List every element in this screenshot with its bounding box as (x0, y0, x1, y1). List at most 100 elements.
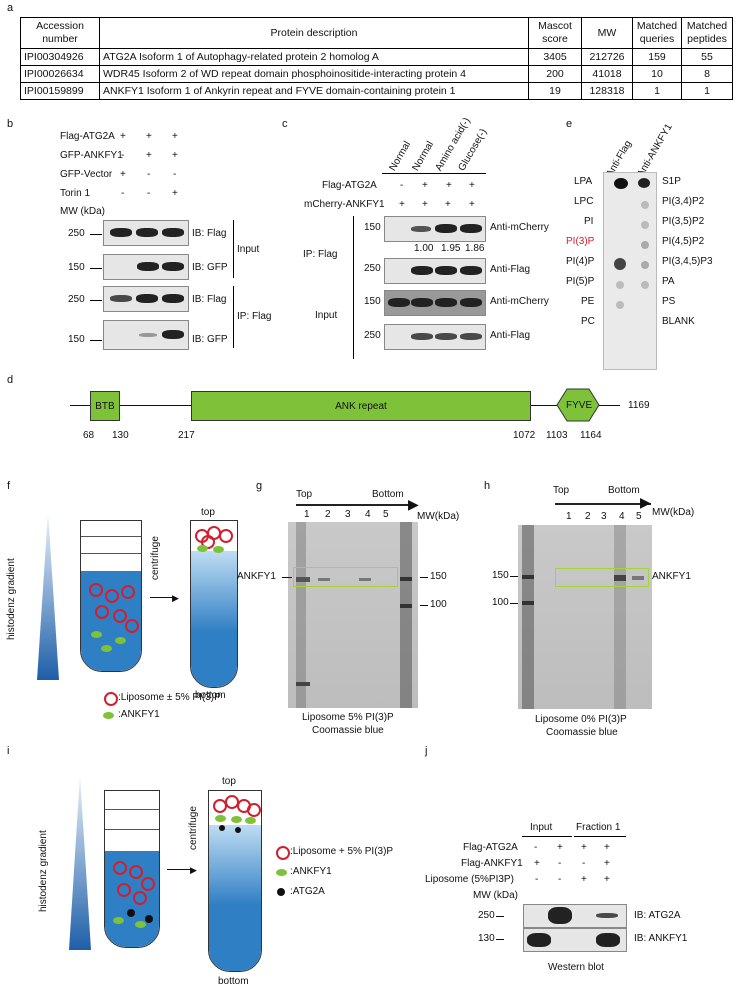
lipid-label: PI(4,5)P2 (662, 236, 705, 247)
ib-label: IB: ANKFY1 (634, 933, 688, 944)
table-cell: 3405 (528, 48, 582, 66)
table-cell: 19 (528, 82, 582, 100)
lipid-label: LPA (574, 176, 593, 187)
blot-b1 (103, 220, 189, 246)
table-cell: WDR45 Isoform 2 of WD repeat domain phos… (99, 65, 529, 83)
tube-top-label: top (222, 776, 236, 787)
lipid-strip (603, 172, 657, 370)
sign: + (469, 199, 475, 210)
mw-tick (90, 268, 102, 269)
position-label: 1164 (580, 430, 602, 441)
lane-label: 2 (585, 511, 591, 522)
ib-label: IB: Flag (192, 294, 227, 305)
bottom-label: Bottom (372, 489, 404, 500)
condition-label: Flag-ATG2A (322, 180, 377, 191)
position-label: 68 (83, 430, 95, 441)
lipid-label-highlight: PI(3)P (566, 236, 595, 247)
sign: + (422, 180, 428, 191)
lipid-label: PS (662, 296, 676, 307)
mw-tick (510, 603, 518, 604)
sign: - (558, 874, 562, 885)
pointer-line (282, 577, 292, 578)
table-cell: 1 (681, 82, 733, 100)
domain-label: FYVE (566, 400, 593, 411)
mw-marker: 250 (68, 228, 85, 239)
sign: - (147, 188, 151, 199)
tube-after (190, 520, 238, 688)
lane-label: 5 (636, 511, 642, 522)
mw-marker: 100 (492, 597, 509, 608)
gradient-triangle (69, 775, 91, 950)
tube-bottom-label: bottom (218, 976, 249, 987)
sign: + (534, 858, 540, 869)
lipid-label: S1P (662, 176, 681, 187)
table-row: IPI00304926 ATG2A Isoform 1 of Autophagy… (20, 48, 733, 66)
input-label: Input (315, 310, 338, 321)
sign: + (557, 842, 563, 853)
protein-length: 1169 (628, 400, 650, 411)
mw-label: MW(kDa) (417, 511, 460, 522)
gel-caption: Coomassie blue (312, 725, 384, 736)
domain-btb: BTB (90, 391, 120, 421)
lipid-label: PI (584, 216, 594, 227)
sign: + (146, 131, 152, 142)
sign: - (400, 180, 404, 191)
sign: + (399, 199, 405, 210)
liposome-icon (276, 846, 290, 860)
column-header: Anti-ANKFY1 (635, 121, 675, 179)
quant-value: 1.86 (465, 243, 485, 254)
quant-value: 1.00 (414, 243, 434, 254)
domain-ank-repeat: ANK repeat (191, 391, 531, 421)
highlight-box (555, 568, 649, 587)
lipid-label: PC (581, 316, 595, 327)
mw-marker: 250 (364, 263, 381, 274)
ip-label: IP: Flag (237, 311, 272, 322)
legend-label: :ANKFY1 (118, 709, 160, 720)
panel-label-a: a (7, 2, 14, 14)
condition-label: Flag-ATG2A (463, 842, 518, 853)
arrow-head: ▶ (640, 494, 651, 510)
domain-label: ANK repeat (335, 400, 387, 412)
lane-label: 2 (325, 509, 331, 520)
lane-label: 3 (345, 509, 351, 520)
bracket (353, 216, 354, 294)
mw-tick (496, 939, 504, 940)
domain-label: BTB (95, 400, 115, 412)
sign: - (121, 150, 125, 161)
position-label: 1072 (513, 430, 536, 441)
panel-label-c: c (282, 118, 288, 130)
panel-label-i: i (7, 745, 10, 757)
sign: + (581, 842, 587, 853)
table-cell: 200 (528, 65, 582, 83)
ib-label: IB: Flag (192, 228, 227, 239)
position-label: 130 (112, 430, 129, 441)
gel-caption: Liposome 0% PI(3)P (535, 714, 627, 725)
sign: + (146, 150, 152, 161)
top-label: Top (296, 489, 313, 500)
table-cell: 1 (632, 82, 682, 100)
blot-c3 (384, 290, 486, 316)
mw-tick (90, 300, 102, 301)
lipid-label: PI(3,5)P2 (662, 216, 705, 227)
direction-arrow (555, 503, 651, 505)
sign: + (446, 180, 452, 191)
panel-label-h: h (484, 480, 491, 492)
table-header-row: Accession number Protein description Mas… (20, 17, 733, 49)
ib-label: IB: GFP (192, 262, 228, 273)
table-row: IPI00159899 ANKFY1 Isoform 1 of Ankyrin … (20, 82, 733, 100)
condition-label: mCherry-ANKFY1 (304, 199, 385, 210)
input-label: Input (237, 244, 260, 255)
blot-b4 (103, 320, 189, 350)
sign: + (172, 150, 178, 161)
blot-b3 (103, 286, 189, 312)
sign: - (535, 874, 539, 885)
table-cell: ATG2A Isoform 1 of Autophagy-related pro… (99, 48, 529, 66)
lipid-label: BLANK (662, 316, 695, 327)
table-cell: ANKFY1 Isoform 1 of Ankyrin repeat and F… (99, 82, 529, 100)
sign: - (582, 858, 586, 869)
mw-tick (496, 916, 504, 917)
centrifuge-label: centrifuge (188, 806, 199, 850)
blot-c4 (384, 324, 486, 350)
legend-label: :Liposome + 5% PI(3)P (290, 846, 394, 857)
column-header: MW (581, 17, 633, 49)
